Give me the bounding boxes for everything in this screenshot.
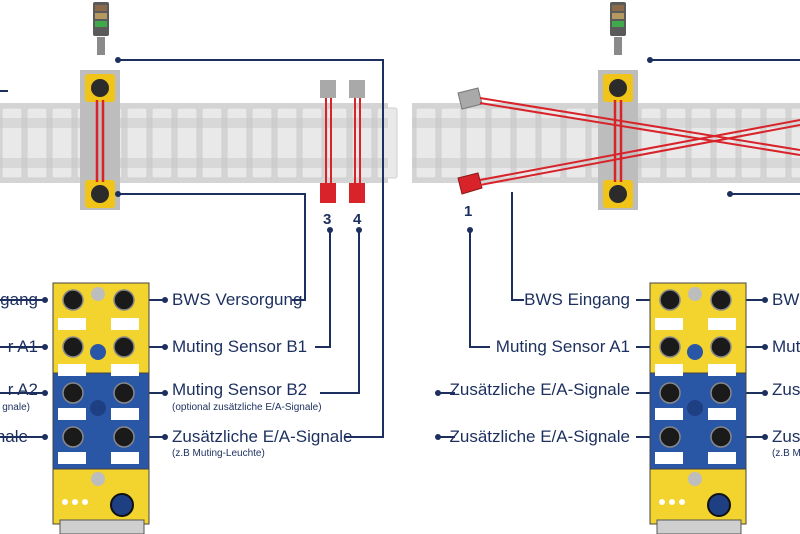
label-bws-versorgung: BWS Versorgung bbox=[172, 290, 303, 309]
right-clipped-label-4: Zus bbox=[772, 427, 800, 446]
signal-tower-left bbox=[93, 2, 109, 55]
left-clipped-label-2: r A1 bbox=[7, 337, 38, 356]
muting-sensors-crossed bbox=[457, 87, 800, 195]
label-zusaetzliche-signale-right-2: Zusätzliche E/A-Signale bbox=[449, 427, 630, 446]
left-clipped-label-4: gnale bbox=[0, 427, 28, 446]
io-module-right bbox=[649, 282, 747, 534]
note-zusaetzliche-signale-left: (z.B Muting-Leuchte) bbox=[172, 448, 265, 459]
muting-sensors-3-4 bbox=[320, 80, 365, 203]
right-clipped-label-2: Mut bbox=[772, 337, 800, 356]
left-clipped-label-1: gang bbox=[0, 290, 38, 309]
light-curtain-left bbox=[80, 70, 120, 210]
left-clipped-note-3: gnale) bbox=[2, 402, 30, 413]
sensor-number-4: 4 bbox=[353, 211, 362, 228]
label-muting-sensor-b1: Muting Sensor B1 bbox=[172, 337, 308, 356]
right-clipped-note-4: (z.B M bbox=[772, 448, 800, 459]
label-zusaetzliche-signale-right-1: Zusätzliche E/A-Signale bbox=[449, 380, 630, 399]
right-clipped-label-3: Zus bbox=[772, 380, 800, 399]
left-wire-dots bbox=[42, 57, 362, 440]
label-muting-sensor-b2: Muting Sensor B2 bbox=[172, 380, 308, 399]
left-wiring bbox=[0, 59, 384, 438]
signal-tower-right bbox=[610, 2, 626, 55]
left-clipped-label-3: r A2 bbox=[7, 380, 38, 399]
left-track bbox=[0, 103, 398, 183]
io-module-left bbox=[52, 282, 150, 534]
note-muting-sensor-b2: (optional zusätzliche E/A-Signale) bbox=[172, 402, 322, 413]
label-zusaetzliche-signale-left: Zusätzliche E/A-Signale bbox=[172, 427, 353, 446]
label-muting-sensor-a1: Muting Sensor A1 bbox=[495, 337, 630, 356]
label-bws-eingang: BWS Eingang bbox=[524, 290, 630, 309]
light-curtain-right bbox=[598, 70, 638, 210]
sensor-number-3: 3 bbox=[323, 211, 332, 228]
sensor-number-1: 1 bbox=[464, 203, 473, 220]
right-clipped-label-1: BWS bbox=[772, 290, 800, 309]
